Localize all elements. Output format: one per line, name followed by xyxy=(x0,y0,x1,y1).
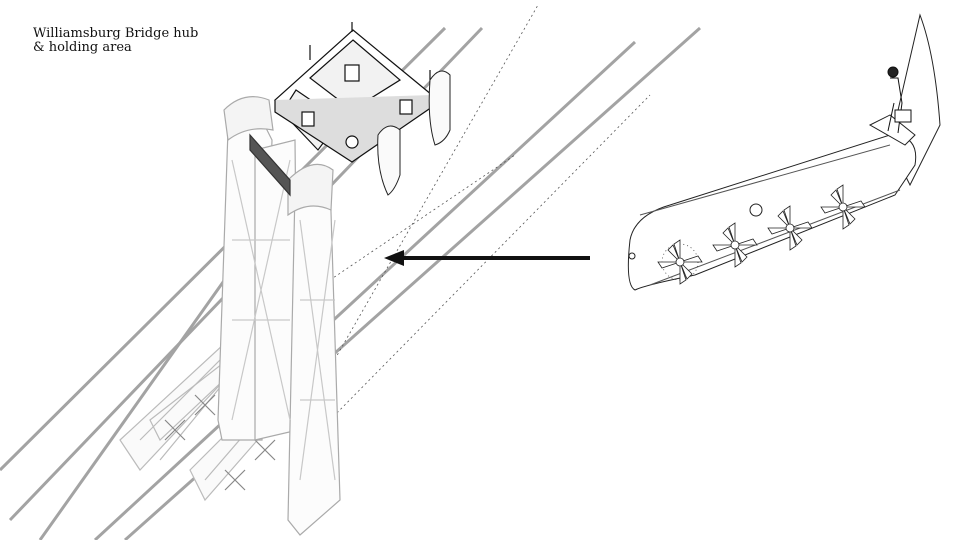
caption-label: Williamsburg Bridge hub & holding area xyxy=(33,27,198,55)
airship-aircraft xyxy=(627,13,941,291)
bridge-tower xyxy=(217,96,341,536)
direction-arrow xyxy=(384,250,590,266)
pods xyxy=(377,70,451,196)
propellers xyxy=(657,184,866,285)
dashed-guide-lines xyxy=(299,4,651,421)
caption-line-2: & holding area xyxy=(33,40,132,55)
person-with-suitcase xyxy=(887,66,912,134)
caption-line-1: Williamsburg Bridge hub xyxy=(33,26,199,41)
hub-platform xyxy=(274,22,433,163)
